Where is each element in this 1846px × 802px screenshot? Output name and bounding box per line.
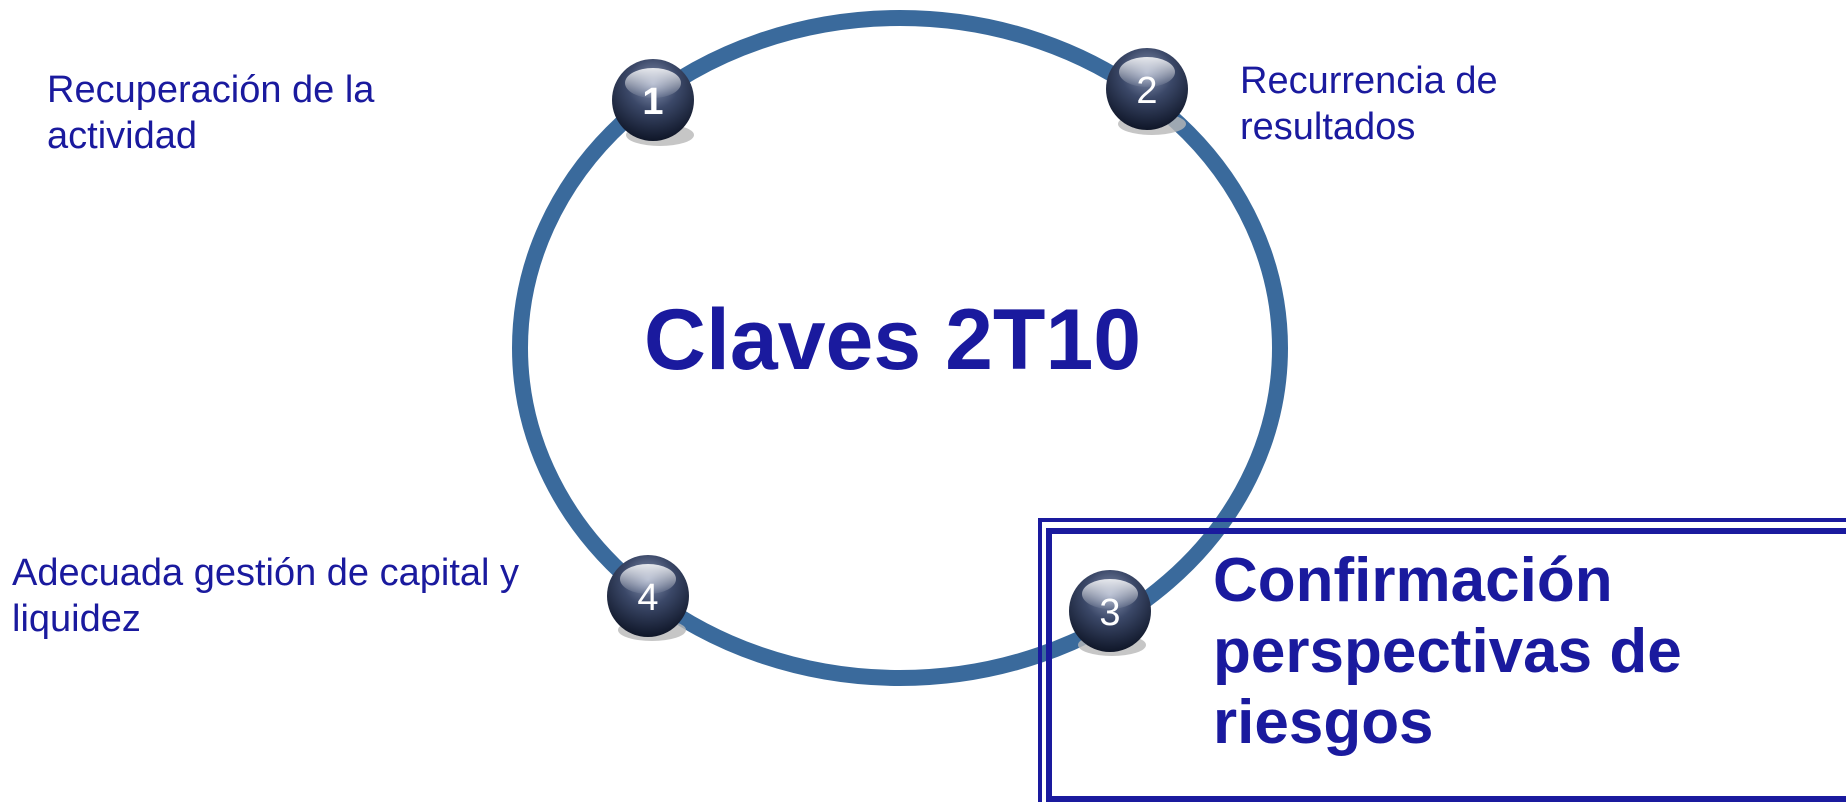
highlight-frame-outer — [1038, 518, 1846, 802]
item-1-label: Recuperación de la actividad — [47, 69, 375, 157]
badge-2: 2 — [1106, 48, 1188, 135]
badge-1-number: 1 — [642, 81, 663, 123]
cycle-ring — [512, 10, 1288, 686]
badge-1: 1 — [612, 59, 694, 146]
diagram-title: Claves 2T10 — [643, 292, 1142, 388]
badge-2-number: 2 — [1136, 70, 1157, 112]
badge-4-number: 4 — [637, 577, 658, 619]
highlight-frame-inner — [1046, 528, 1846, 802]
item-2-label: Recurrencia de resultados — [1240, 60, 1498, 148]
badge-4: 4 — [607, 555, 689, 641]
badge-3-number: 3 — [1099, 592, 1120, 634]
item-4-label: Adecuada gestión de capital y liquidez — [12, 552, 520, 640]
badge-3: 3 — [1069, 570, 1151, 656]
item-3-label: Confirmación perspectivas de riesgos — [1213, 546, 1682, 757]
